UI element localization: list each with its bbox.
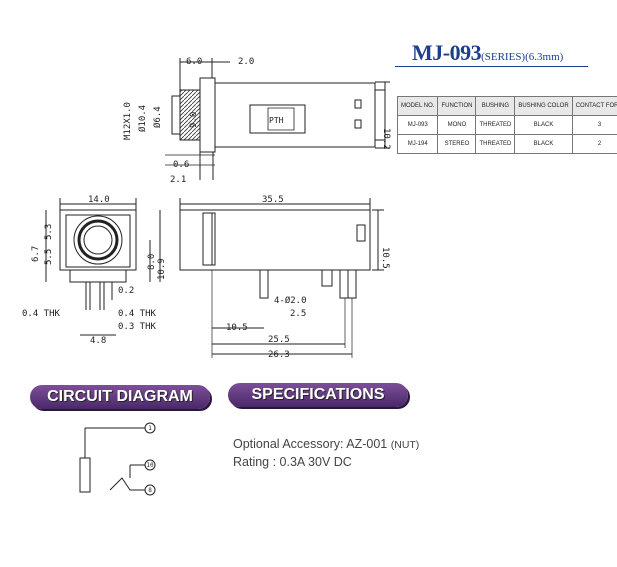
dim-label: 26.3 — [268, 350, 290, 360]
specifications-heading: SPECIFICATIONS — [228, 383, 408, 407]
table-cell: MJ-194 — [396, 134, 439, 154]
dim-label: 10.5 — [226, 323, 248, 333]
circuit-diagram — [79, 422, 156, 496]
table-cell: 2 — [571, 134, 617, 154]
dim-label: 6.7 — [31, 246, 41, 262]
series-label: (SERIES)(6.3mm) — [481, 51, 564, 63]
pin-10-node — [144, 459, 156, 471]
dim-label: 10.5 — [380, 247, 390, 269]
front-body — [59, 209, 137, 271]
dim-label: 4.8 — [90, 336, 106, 346]
top-view-labels: 6.0 2.0 0.6 2.1 PTH M12X1.0 Ø10.4 Ø6.4 9… — [123, 57, 391, 185]
dim-label: 0.4 THK — [22, 309, 61, 319]
model-name: MJ-093 — [412, 40, 482, 65]
dim-label: 2.0 — [238, 57, 254, 67]
accessory-line: Optional Accessory: AZ-001 (NUT) — [233, 436, 419, 454]
title-underline — [395, 66, 588, 67]
table-cell: THREATED — [475, 134, 516, 154]
top-view — [165, 58, 390, 180]
top-body — [214, 82, 376, 148]
side-view-labels: 35.5 4-Ø2.0 2.5 10.5 25.5 26.3 10.5 — [226, 195, 390, 360]
top-flange — [199, 77, 216, 153]
dim-label: 35.5 — [262, 195, 284, 205]
pin-1-node — [144, 422, 156, 434]
side-flange — [202, 212, 213, 266]
dim-label: 10.9 — [157, 258, 167, 280]
dim-label: 5.3 — [44, 224, 54, 240]
jack-outer-circle — [73, 215, 123, 265]
front-view — [45, 198, 161, 336]
dim-label: 2.1 — [170, 175, 186, 185]
bushing-front — [171, 95, 181, 135]
circuit-diagram-heading: CIRCUIT DIAGRAM — [30, 385, 210, 409]
side-body — [179, 209, 371, 271]
product-title: MJ-093(SERIES)(6.3mm) — [412, 40, 563, 66]
dim-label: 2.5 — [290, 309, 306, 319]
pin-label: 10 — [146, 462, 154, 469]
dim-label: 14.0 — [88, 195, 110, 205]
dim-label: 0.6 — [173, 160, 189, 170]
front-view-labels: 14.0 0.2 0.4 THK 0.4 THK 0.3 THK 4.8 5.3… — [22, 195, 167, 346]
logo-box — [249, 104, 306, 134]
accessory-text: Optional Accessory: AZ-001 — [233, 437, 388, 451]
dim-label: 10.2 — [381, 128, 391, 150]
table-cell: BLACK — [514, 115, 573, 135]
col-bushing-color: BUSHING COLOR — [514, 96, 573, 116]
dim-label: 0.3 THK — [118, 322, 157, 332]
dim-label: M12X1.0 — [123, 102, 133, 140]
dim-label: 9.0 — [189, 112, 199, 128]
specifications-text: Optional Accessory: AZ-001 (NUT) Rating … — [233, 436, 419, 471]
model-table: MODEL NO. FUNCTION BUSHING BUSHING COLOR… — [396, 96, 617, 154]
pin-label: 1 — [148, 425, 152, 432]
dim-label: Ø6.4 — [152, 106, 163, 128]
side-view — [179, 198, 384, 358]
circuit-diagram-label: CIRCUIT DIAGRAM — [47, 388, 193, 405]
dim-label: 6.0 — [186, 57, 202, 67]
table-row: MJ-194 STEREO THREATED BLACK 2 — [396, 134, 617, 154]
dim-label: 8.0 — [147, 254, 157, 270]
dim-label: 0.4 THK — [118, 309, 157, 319]
dim-label: 5.5 — [44, 249, 54, 265]
dim-label: Ø10.4 — [137, 105, 148, 132]
table-cell: BLACK — [514, 134, 573, 154]
brand-logo: PTH — [269, 116, 284, 125]
circuit-labels: 1 10 8 — [146, 425, 154, 494]
rating-line: Rating : 0.3A 30V DC — [233, 455, 352, 469]
sleeve-contact — [79, 457, 91, 493]
dim-label: 0.2 — [118, 286, 134, 296]
pin-8-node — [144, 484, 156, 496]
dim-label: 4-Ø2.0 — [274, 295, 307, 306]
accessory-suffix: (NUT) — [390, 439, 420, 451]
dim-label: 25.5 — [268, 335, 290, 345]
col-model-no: MODEL NO. — [396, 96, 439, 116]
table-cell: STEREO — [437, 134, 477, 154]
pin-label: 8 — [148, 487, 152, 494]
specifications-label: SPECIFICATIONS — [251, 386, 385, 403]
